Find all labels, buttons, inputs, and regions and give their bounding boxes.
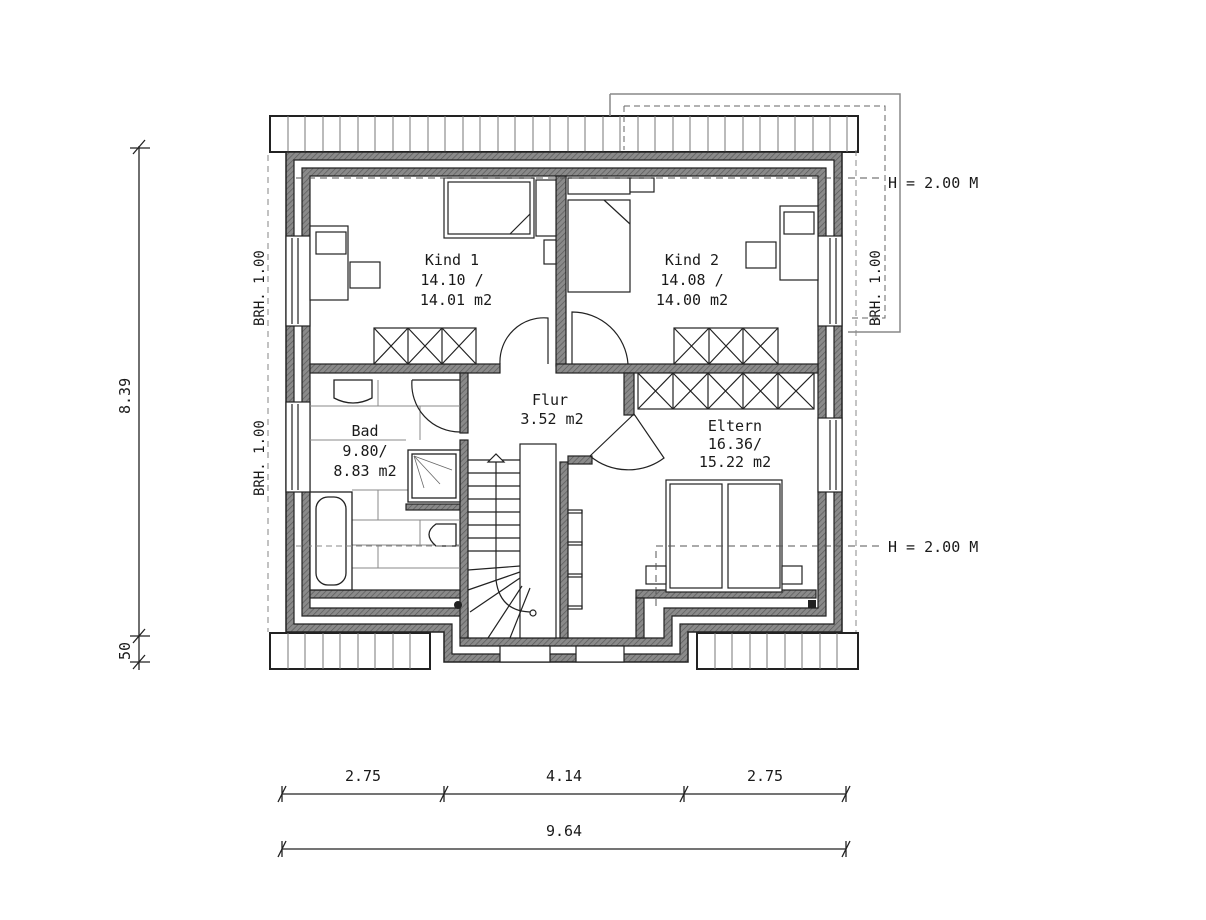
height-note-upper: H = 2.00 M [888, 174, 978, 192]
room-area-flur: 3.52 m2 [520, 410, 583, 428]
room-labels: Kind 1 14.10 / 14.01 m2 Kind 2 14.08 / 1… [333, 251, 771, 480]
room-area-bad: 9.80/ [342, 442, 387, 460]
dormer-outline [609, 93, 901, 632]
dimension-total: 9.64 [546, 822, 582, 840]
room-name-bad: Bad [351, 422, 378, 440]
sill-note-left-lower: BRH. 1.00 [252, 420, 268, 496]
staircase [467, 443, 557, 639]
sill-note-right-upper: BRH. 1.00 [868, 250, 884, 326]
roof-eave-top [269, 115, 859, 153]
vertical-dimension [130, 139, 150, 670]
room-area-kind1: 14.10 / [420, 271, 483, 289]
bathroom-fixtures [309, 379, 461, 591]
room-area-kind2: 14.08 / [660, 271, 723, 289]
windows-right [817, 235, 843, 493]
room-name-eltern: Eltern [708, 417, 762, 435]
dimension-segment-left: 2.75 [345, 767, 381, 785]
room-area-eltern-net: 15.22 m2 [699, 453, 771, 471]
dimension-vertical-small: 50 [116, 642, 134, 660]
shelf-flur [567, 509, 583, 610]
chimney-icon [808, 600, 816, 608]
room-area-eltern: 16.36/ [708, 435, 762, 453]
room-name-kind2: Kind 2 [665, 251, 719, 269]
room-name-flur: Flur [532, 391, 568, 409]
sink-icon [333, 379, 373, 404]
windows-left [285, 235, 311, 493]
toilet-icon [428, 523, 457, 547]
desks [309, 205, 819, 301]
roof-eave-bottom [269, 632, 859, 670]
doors [411, 311, 665, 471]
room-area-kind2-net: 14.00 m2 [656, 291, 728, 309]
interior-walls [309, 175, 819, 639]
dimension-vertical-total: 8.39 [116, 378, 134, 414]
horizontal-dimensions [277, 785, 851, 858]
wardrobes [373, 327, 815, 410]
room-name-kind1: Kind 1 [425, 251, 479, 269]
chimney-icon [454, 601, 462, 609]
height-lines [296, 177, 884, 606]
sill-note-left-upper: BRH. 1.00 [252, 250, 268, 326]
dimension-segment-middle: 4.14 [546, 767, 582, 785]
beds [443, 177, 803, 593]
windows-bottom [499, 645, 625, 663]
room-area-kind1-net: 14.01 m2 [420, 291, 492, 309]
dimension-segment-right: 2.75 [747, 767, 783, 785]
room-area-bad-net: 8.83 m2 [333, 462, 396, 480]
height-note-lower: H = 2.00 M [888, 538, 978, 556]
